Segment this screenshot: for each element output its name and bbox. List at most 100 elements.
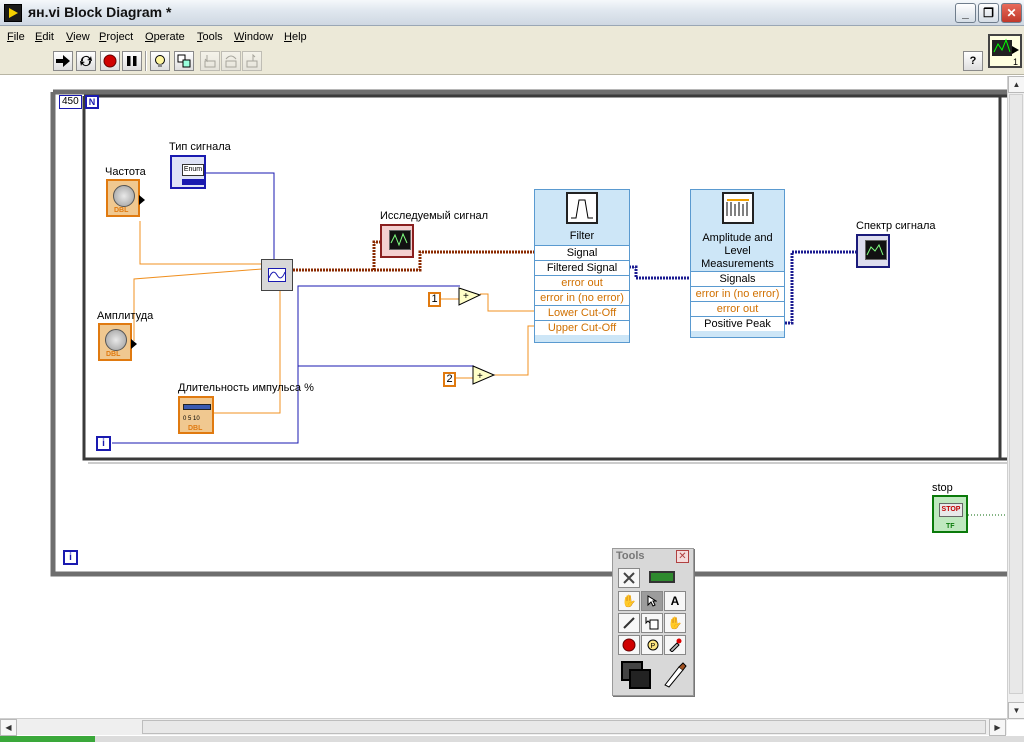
amp-title-line-1: Amplitude and <box>702 232 773 244</box>
menu-edit[interactable]: Edit <box>35 31 54 43</box>
amp-signals-input[interactable]: Signals <box>691 271 784 286</box>
tools-palette[interactable]: Tools ✕ ✋ A ✋ P <box>612 548 694 696</box>
stop-tf-label: TF <box>946 523 955 530</box>
while-loop-iteration-terminal[interactable]: i <box>63 550 78 565</box>
amp-positive-peak-output[interactable]: Positive Peak <box>691 316 784 331</box>
signal-type-label: Тип сигнала <box>169 141 231 153</box>
get-color-icon[interactable] <box>664 635 686 655</box>
horizontal-scroll-thumb[interactable] <box>142 720 986 734</box>
retain-wire-values-icon[interactable] <box>174 51 194 71</box>
menu-project[interactable]: Project <box>99 31 134 43</box>
svg-text:P: P <box>651 643 656 650</box>
amplitude-dbl-label: DBL <box>106 351 121 358</box>
filter-express-vi[interactable]: Filter Signal Filtered Signal error out … <box>534 189 630 343</box>
frequency-label: Частота <box>105 166 146 178</box>
menu-bar: File Edit View Project Operate Tools Win… <box>0 26 1024 48</box>
stop-button-terminal[interactable]: STOP TF <box>932 495 968 533</box>
menu-help[interactable]: Help <box>284 31 307 43</box>
toolbar <box>0 48 1024 75</box>
set-breakpoint-icon[interactable] <box>618 635 640 655</box>
filter-signal-input[interactable]: Signal <box>535 245 629 260</box>
amp-error-in[interactable]: error in (no error) <box>691 286 784 301</box>
duty-cycle-dbl-label: DBL <box>188 425 203 432</box>
labview-app-icon[interactable] <box>4 4 22 22</box>
vi-icon-connector-pane[interactable]: 1 <box>988 34 1022 68</box>
svg-text:+: + <box>477 371 483 382</box>
scroll-window-icon[interactable]: ✋ <box>664 613 686 633</box>
automatic-tool-indicator[interactable] <box>649 571 675 583</box>
scroll-down-arrow-icon[interactable]: ▼ <box>1008 702 1024 719</box>
tools-palette-titlebar: Tools ✕ <box>613 549 693 565</box>
tools-palette-title: Tools <box>616 550 645 562</box>
stop-label: stop <box>932 482 953 494</box>
close-button[interactable]: ✕ <box>1001 3 1022 23</box>
menu-file[interactable]: File <box>7 31 25 43</box>
duty-cycle-label: Длительность импульса % <box>178 382 314 394</box>
window-title: ян.vi Block Diagram * <box>28 4 172 20</box>
amplitude-measure-icon <box>722 192 754 224</box>
filter-error-in[interactable]: error in (no error) <box>535 290 629 305</box>
signal-type-enum-terminal[interactable]: Enum <box>170 155 206 189</box>
run-continuously-icon[interactable] <box>76 51 96 71</box>
add-node-2: + <box>472 365 496 385</box>
scroll-left-arrow-icon[interactable]: ◀ <box>0 719 17 736</box>
filter-icon <box>566 192 598 224</box>
restore-button[interactable]: ❐ <box>978 3 999 23</box>
set-color-icon[interactable] <box>619 659 655 691</box>
connect-wire-icon[interactable] <box>618 613 640 633</box>
status-strip <box>0 736 1024 742</box>
brush-icon[interactable] <box>661 661 687 689</box>
frequency-knob-terminal[interactable]: DBL <box>106 179 145 217</box>
duty-cycle-slider-terminal[interactable]: 0 5 10 DBL <box>178 396 214 434</box>
simulate-signal-express-vi[interactable] <box>261 259 293 291</box>
amplitude-knob-terminal[interactable]: DBL <box>98 323 137 361</box>
block-diagram-canvas[interactable]: + + 450 N i i Частота DBL Амплитуда DBL … <box>0 76 1007 718</box>
filter-error-out[interactable]: error out <box>535 275 629 290</box>
for-loop-iteration-terminal[interactable]: i <box>96 436 111 451</box>
menu-view[interactable]: View <box>66 31 90 43</box>
signal-graph-indicator[interactable] <box>380 224 414 258</box>
pause-icon[interactable] <box>122 51 142 71</box>
edit-text-icon[interactable]: A <box>664 591 686 611</box>
signal-type-enum-value: Enum <box>182 164 204 176</box>
filter-title: Filter <box>569 230 595 242</box>
menu-window[interactable]: Window <box>234 31 274 43</box>
scroll-right-arrow-icon[interactable]: ▶ <box>989 719 1006 736</box>
toolbar-separator <box>145 51 147 71</box>
constant-two[interactable]: 2 <box>443 372 456 387</box>
automatic-tool-icon[interactable] <box>618 568 640 588</box>
step-out-icon[interactable] <box>242 51 262 71</box>
operate-value-icon[interactable]: ✋ <box>618 591 640 611</box>
context-help-button[interactable]: ? <box>963 51 983 71</box>
vertical-scrollbar[interactable]: ▲ ▼ <box>1007 76 1024 720</box>
constant-one[interactable]: 1 <box>428 292 441 307</box>
spectrum-label: Спектр сигнала <box>856 220 936 232</box>
minimize-button[interactable]: _ <box>955 3 976 23</box>
amp-title-line-2: Level <box>724 245 751 257</box>
run-arrow-icon[interactable] <box>53 51 73 71</box>
vertical-scroll-thumb[interactable] <box>1009 94 1023 694</box>
step-over-icon[interactable] <box>221 51 241 71</box>
abort-icon[interactable] <box>100 51 120 71</box>
spectrum-graph-indicator[interactable] <box>856 234 890 268</box>
duty-cycle-scale: 0 5 10 <box>183 416 200 422</box>
position-select-icon[interactable] <box>641 591 663 611</box>
object-shortcut-menu-icon[interactable] <box>641 613 663 633</box>
frequency-dbl-label: DBL <box>114 207 129 214</box>
tools-palette-close-button[interactable]: ✕ <box>676 550 689 563</box>
filter-filtered-signal-output[interactable]: Filtered Signal <box>535 260 629 275</box>
probe-data-icon[interactable]: P <box>641 635 663 655</box>
highlight-execution-icon[interactable] <box>150 51 170 71</box>
step-into-icon[interactable] <box>200 51 220 71</box>
for-loop-count-terminal[interactable]: N <box>85 95 99 109</box>
loop-count-constant[interactable]: 450 <box>59 95 82 109</box>
menu-tools[interactable]: Tools <box>197 31 223 43</box>
amp-error-out[interactable]: error out <box>691 301 784 316</box>
amplitude-level-measurements-express-vi[interactable]: Amplitude and Level Measurements Signals… <box>690 189 785 338</box>
horizontal-scrollbar[interactable]: ◀ ▶ <box>0 718 1007 736</box>
scroll-up-arrow-icon[interactable]: ▲ <box>1008 76 1024 93</box>
menu-operate[interactable]: Operate <box>145 31 185 43</box>
stop-button-face: STOP <box>939 503 963 517</box>
filter-lower-cutoff[interactable]: Lower Cut-Off <box>535 305 629 320</box>
filter-upper-cutoff[interactable]: Upper Cut-Off <box>535 320 629 335</box>
